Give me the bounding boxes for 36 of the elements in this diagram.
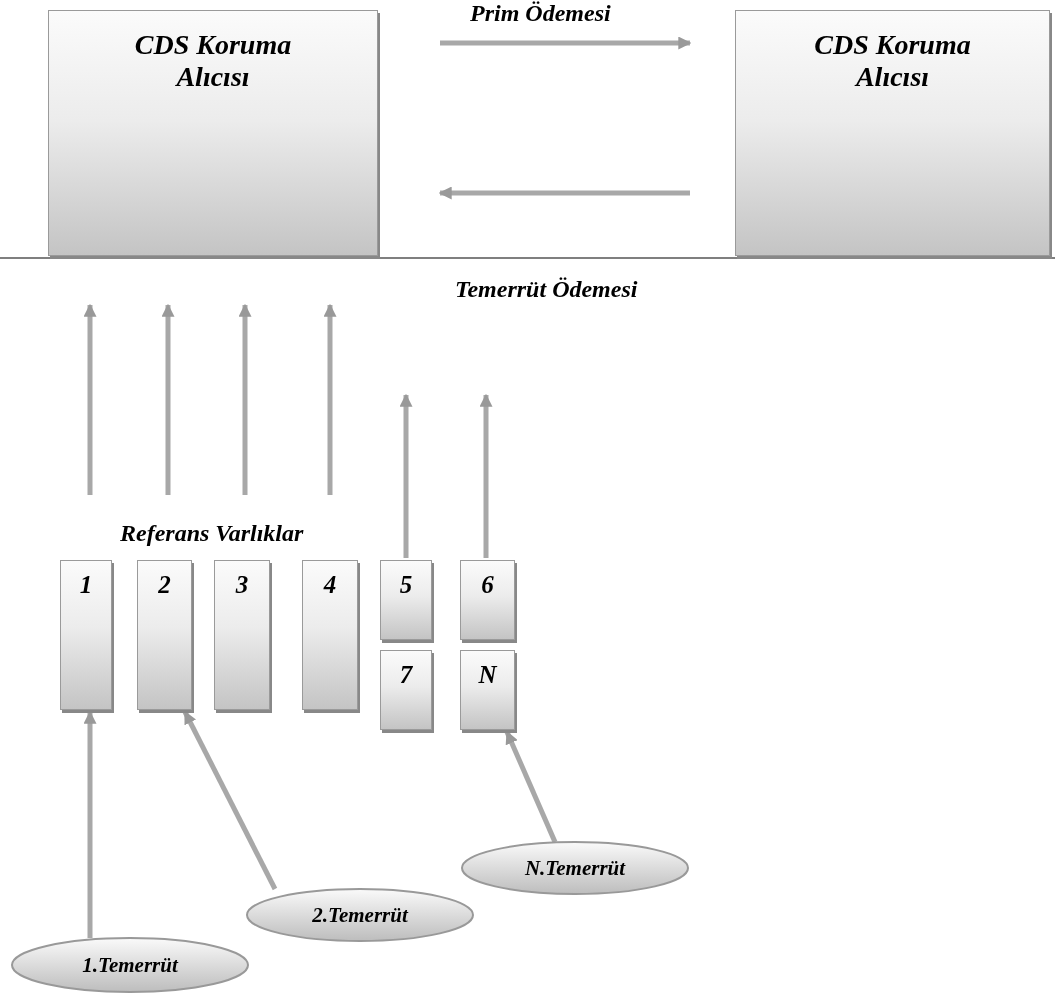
arrow	[182, 710, 278, 891]
asset-number: 5	[399, 571, 413, 599]
asset-number: 4	[323, 571, 337, 599]
asset-number: 7	[399, 661, 413, 689]
arrow	[438, 186, 690, 200]
asset-number: 3	[235, 571, 249, 599]
default-label: 2.Temerrüt	[312, 902, 408, 928]
arrow	[479, 393, 493, 558]
asset-number: 1	[79, 571, 93, 599]
ellipse-node	[245, 887, 475, 943]
party-box	[735, 10, 1050, 256]
asset-box	[137, 560, 192, 710]
asset-box	[460, 650, 515, 730]
asset-box	[214, 560, 270, 710]
ellipse-node	[460, 840, 690, 896]
asset-number: 6	[481, 571, 494, 599]
party-name: CDS Koruma Alıcısı	[133, 29, 293, 93]
asset-number: 2	[158, 571, 171, 599]
default-label: 1.Temerrüt	[82, 952, 178, 978]
asset-box	[60, 560, 112, 710]
ellipse-node	[10, 936, 250, 993]
asset-number: N	[478, 661, 497, 689]
arrow	[83, 710, 97, 938]
arrow	[399, 393, 413, 558]
default-label: N.Temerrüt	[524, 855, 626, 881]
asset-box	[302, 560, 358, 710]
arrow	[504, 730, 558, 843]
group-heading: Referans Varlıklar	[120, 520, 304, 547]
section-heading: Temerrüt Ödemesi	[455, 276, 638, 303]
party-box	[48, 10, 378, 256]
arrow	[440, 36, 692, 50]
asset-box	[460, 560, 515, 640]
asset-box	[380, 650, 432, 730]
party-name: CDS Koruma Alıcısı	[813, 29, 972, 93]
section-heading: Prim Ödemesi	[470, 0, 611, 27]
asset-box	[380, 560, 432, 640]
